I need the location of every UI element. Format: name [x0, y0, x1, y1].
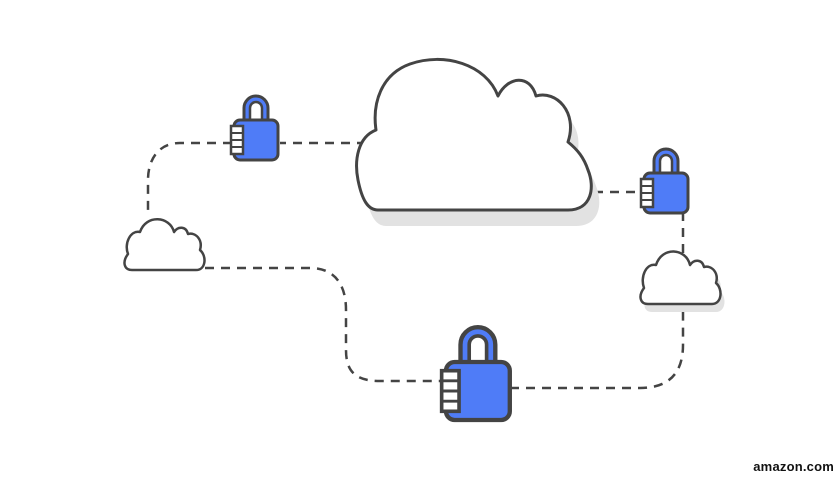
dashed-line-left-arc — [146, 141, 232, 215]
padlock-icon-top-left — [229, 94, 280, 162]
large-cloud-icon — [355, 57, 600, 227]
padlock-icon-bottom — [442, 327, 510, 420]
watermark-text: amazon.com — [753, 459, 834, 474]
dashed-line-left-bottom — [205, 266, 444, 383]
dashed-line-bottom-right — [510, 310, 685, 390]
padlock-icon-right — [639, 147, 690, 215]
connection-lines — [146, 141, 685, 390]
small-cloud-icon-left — [123, 218, 206, 272]
small-cloud-icon-right — [639, 250, 725, 312]
